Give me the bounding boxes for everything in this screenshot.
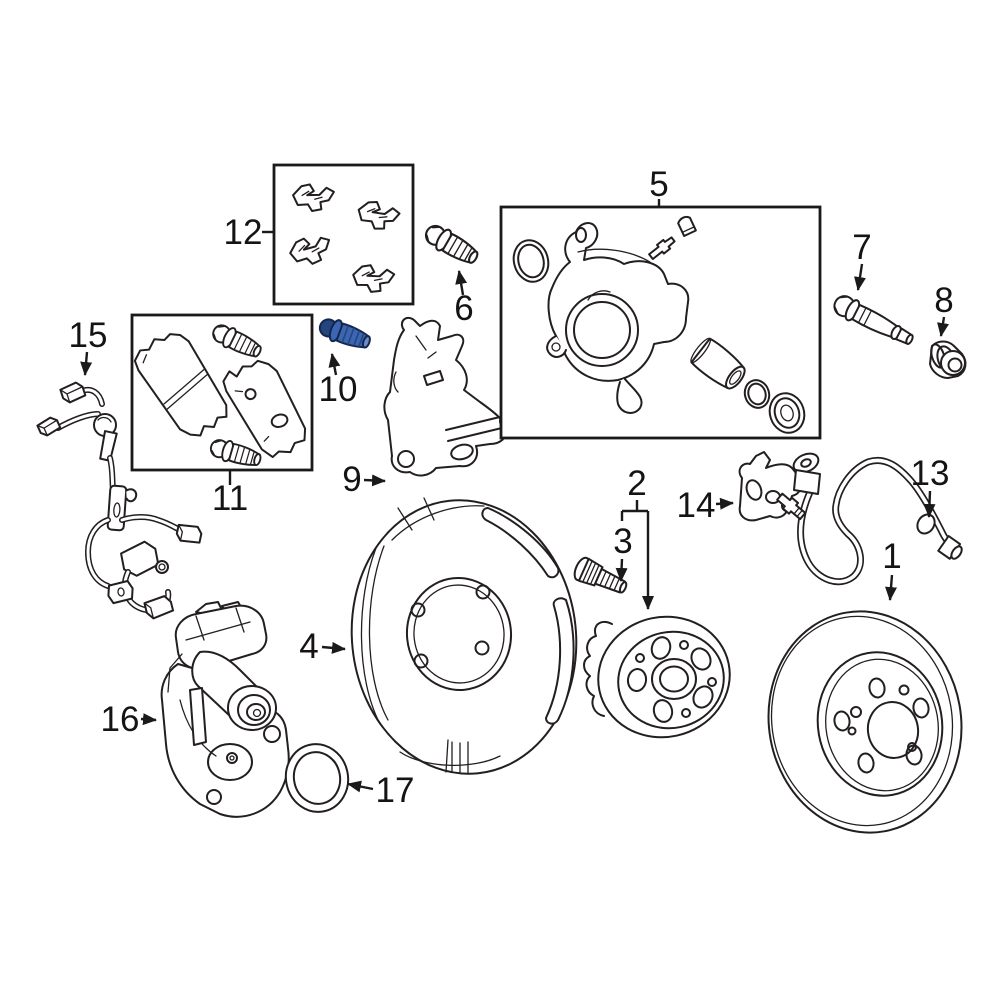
piston-dust-boot xyxy=(768,392,806,434)
part-1-brake-rotor xyxy=(767,610,963,834)
part-7-slide-pin xyxy=(833,295,914,345)
callout-12: 12 xyxy=(224,213,274,252)
callout-10: 10 xyxy=(319,353,358,409)
callout-16: 16 xyxy=(101,700,157,739)
svg-text:4: 4 xyxy=(299,627,318,666)
part-5-caliper-assembly xyxy=(499,205,822,440)
caliper-body xyxy=(546,222,690,414)
part-9-caliper-bracket xyxy=(383,316,511,477)
callout-15: 15 xyxy=(69,316,108,376)
svg-text:13: 13 xyxy=(911,454,950,493)
svg-text:9: 9 xyxy=(342,460,361,499)
part-8-pin-bushing xyxy=(929,340,967,379)
callout-2: 2 xyxy=(620,464,654,610)
caliper-piston xyxy=(690,337,746,390)
svg-text:10: 10 xyxy=(319,370,358,409)
svg-text:3: 3 xyxy=(613,522,632,561)
callout-17: 17 xyxy=(347,771,415,810)
part-17-o-ring xyxy=(284,743,350,813)
callout-6: 6 xyxy=(454,270,474,328)
callout-8: 8 xyxy=(934,281,954,337)
svg-text:15: 15 xyxy=(69,316,108,355)
svg-text:8: 8 xyxy=(934,281,953,320)
bleeder-screw xyxy=(648,236,676,260)
callout-11: 11 xyxy=(212,470,248,518)
svg-text:11: 11 xyxy=(212,479,248,518)
part-4-backing-plate xyxy=(350,497,578,775)
part-15-abs-wire-harness xyxy=(36,381,203,620)
part-2-hub-bearing xyxy=(583,615,731,739)
callout-9: 9 xyxy=(342,460,386,499)
callout-3: 3 xyxy=(613,522,633,582)
callout-7: 7 xyxy=(852,228,872,291)
svg-text:5: 5 xyxy=(649,165,668,204)
part-6-bolt xyxy=(420,219,483,270)
svg-text:14: 14 xyxy=(677,486,716,525)
part-11-brake-pad-set xyxy=(130,313,314,472)
callouts: 1 2 3 4 5 6 7 8 xyxy=(69,165,954,810)
svg-text:17: 17 xyxy=(376,771,415,810)
part-12-clip-kit xyxy=(272,163,415,306)
svg-text:16: 16 xyxy=(101,700,140,739)
part-10-highlighted-bolt xyxy=(318,318,371,349)
svg-text:12: 12 xyxy=(224,213,263,252)
bleeder-cap xyxy=(677,215,697,237)
callout-1: 1 xyxy=(882,537,902,601)
piston-seal-ring xyxy=(512,239,550,283)
callout-13: 13 xyxy=(911,454,950,518)
svg-text:7: 7 xyxy=(852,228,871,267)
callout-14: 14 xyxy=(677,486,734,525)
callout-5: 5 xyxy=(649,165,669,206)
svg-text:2: 2 xyxy=(627,464,646,503)
svg-text:6: 6 xyxy=(454,289,473,328)
piston-o-ring xyxy=(743,379,771,409)
part-16-parking-brake-actuator xyxy=(160,601,290,818)
part-13-brake-hose xyxy=(776,452,963,586)
callout-4: 4 xyxy=(299,627,346,666)
part-3-wheel-stud xyxy=(573,556,628,594)
svg-text:1: 1 xyxy=(882,537,901,576)
